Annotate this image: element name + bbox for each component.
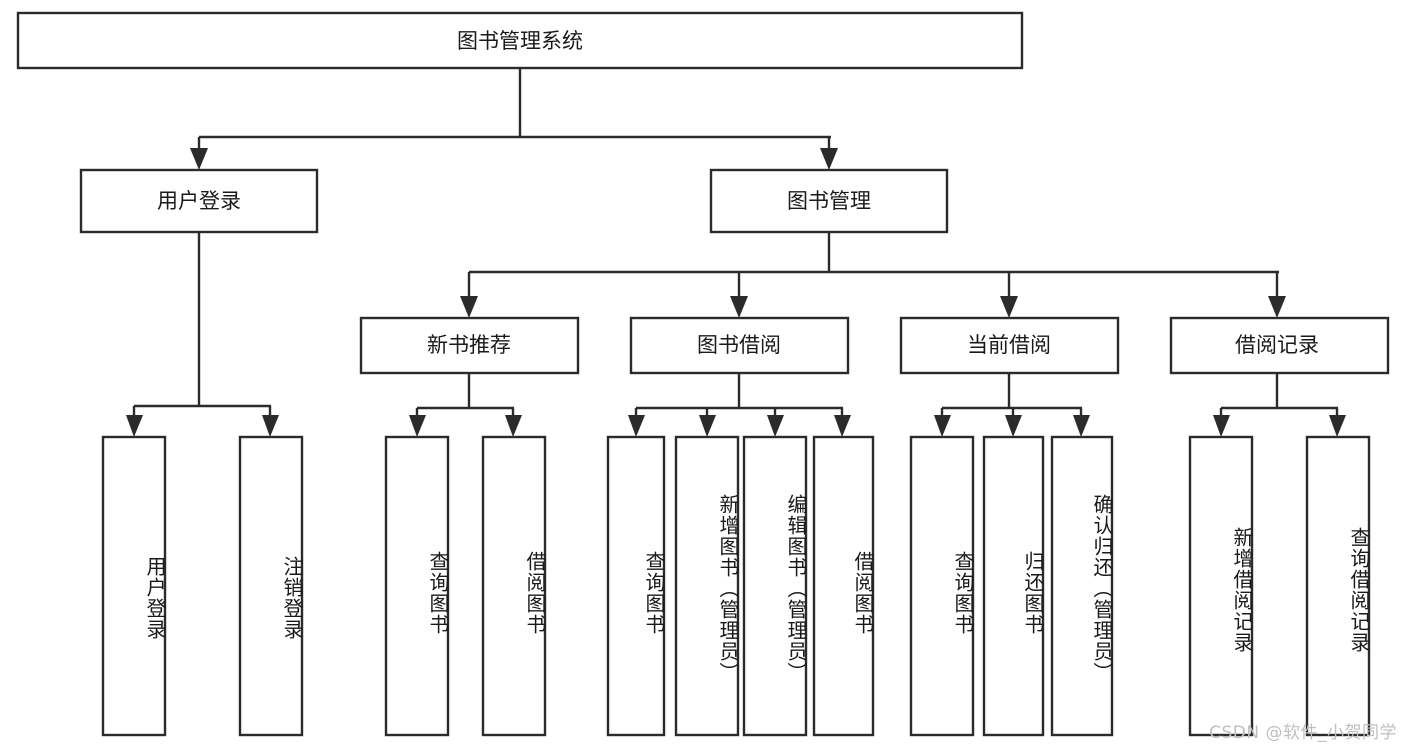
node-box-book-borrow[interactable] — [629, 316, 850, 375]
connectors-root-to-level2 — [190, 68, 838, 170]
node-box-leaf-return-book[interactable] — [982, 435, 1045, 737]
connectors-newbookrec-to-leaves — [409, 373, 522, 437]
node-box-root[interactable] — [16, 11, 1024, 70]
node-box-leaf-edit-book[interactable] — [742, 435, 808, 737]
node-box-leaf-borrow-book-rec[interactable] — [481, 435, 547, 737]
node-label-book-manage: 图书管理 — [787, 189, 871, 213]
node-label-root: 图书管理系统 — [457, 29, 583, 53]
node-labels-horizontal: 图书管理系统 用户登录 图书管理 新书推荐 图书借阅 当前借阅 借阅记录 — [157, 29, 1319, 357]
node-box-leaf-query-book[interactable] — [606, 435, 666, 737]
node-box-leaf-query-record[interactable] — [1305, 435, 1371, 737]
node-box-leaf-user-logout[interactable] — [238, 435, 304, 737]
node-box-current-borrow[interactable] — [899, 316, 1120, 375]
connectors-bookmanage-to-level3 — [460, 232, 1286, 318]
node-box-user-login[interactable] — [79, 168, 319, 234]
connectors-currentborrow-to-leaves — [934, 373, 1090, 437]
node-box-leaf-query-book-cur[interactable] — [909, 435, 975, 737]
node-box-leaf-query-book-rec[interactable] — [384, 435, 450, 737]
node-label-user-login: 用户登录 — [157, 189, 241, 213]
node-box-leaf-user-login[interactable] — [101, 435, 167, 737]
connectors-bookborrow-to-leaves — [628, 373, 851, 437]
node-label-book-borrow: 图书借阅 — [697, 333, 781, 357]
connectors-userlogin-to-leaves — [126, 232, 279, 437]
node-box-leaf-borrow-book[interactable] — [812, 435, 875, 737]
node-box-borrow-record[interactable] — [1169, 316, 1390, 375]
watermark-text: CSDN @软件_小贺同学 — [1209, 723, 1397, 743]
node-box-leaf-add-book[interactable] — [674, 435, 740, 737]
node-box-leaf-confirm-return[interactable] — [1050, 435, 1114, 737]
node-box-book-manage[interactable] — [709, 168, 949, 234]
node-rectangles — [16, 11, 1390, 737]
node-box-leaf-add-record[interactable] — [1188, 435, 1254, 737]
node-label-new-book-rec: 新书推荐 — [427, 333, 511, 357]
node-label-current-borrow: 当前借阅 — [967, 333, 1051, 357]
node-box-new-book-rec[interactable] — [359, 316, 580, 375]
node-label-borrow-record: 借阅记录 — [1235, 333, 1319, 357]
connectors-borrowrecord-to-leaves — [1213, 373, 1346, 437]
